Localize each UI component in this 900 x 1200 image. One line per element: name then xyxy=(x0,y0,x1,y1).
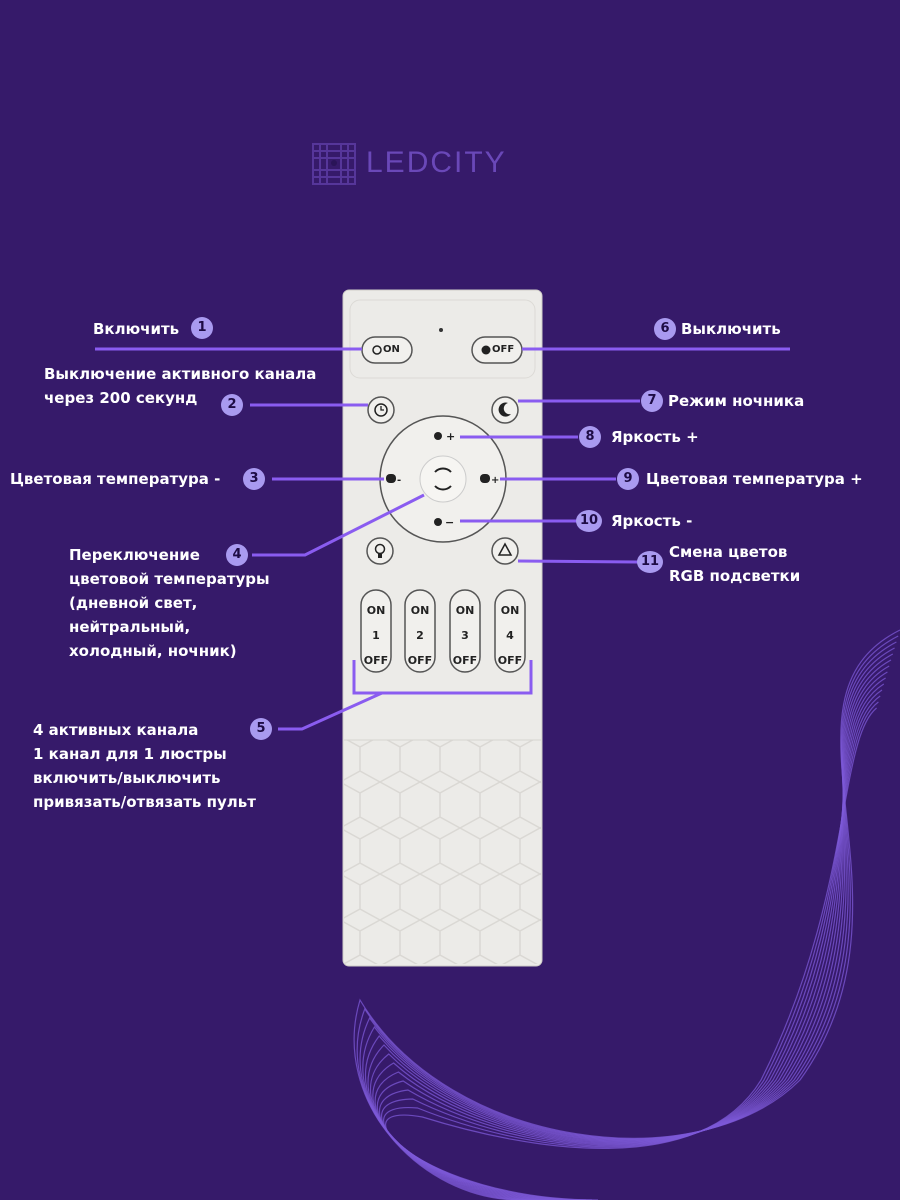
callout-5-badge: 5 xyxy=(250,718,272,740)
cct-up-icon[interactable]: + xyxy=(480,474,499,486)
svg-text:+: + xyxy=(491,475,499,486)
channel-off-label: OFF xyxy=(363,654,389,667)
channel-number: 4 xyxy=(506,629,514,642)
brightness-up-icon[interactable]: + xyxy=(434,430,455,443)
timer-button[interactable] xyxy=(367,396,395,424)
callout-7-text: Режим ночника xyxy=(668,392,805,410)
callout-10-badge: 10 xyxy=(576,510,602,532)
callout-1-text: Включить xyxy=(93,320,180,338)
cct-cycle-button[interactable] xyxy=(419,455,467,503)
callout-9-text: Цветовая температура + xyxy=(646,470,863,488)
callout-9-badge: 9 xyxy=(617,468,639,490)
svg-text:−: − xyxy=(445,516,454,529)
callout-8-badge: 8 xyxy=(579,426,601,448)
callout-7-badge: 7 xyxy=(641,390,663,412)
callout-4-badge: 4 xyxy=(226,544,248,566)
channel-off-label: OFF xyxy=(452,654,478,667)
callout-1-badge: 1 xyxy=(191,317,213,339)
channel-on-label: ON xyxy=(410,604,430,617)
callout-11-badge: 11 xyxy=(637,551,663,573)
cct-down-icon[interactable]: - xyxy=(386,474,401,486)
brightness-down-icon[interactable]: − xyxy=(434,516,454,529)
svg-text:+: + xyxy=(446,430,455,443)
channel-on-label: ON xyxy=(500,604,520,617)
on-button-label: ON xyxy=(383,344,400,355)
callout-6-text: Выключить xyxy=(681,320,781,338)
channel-off-label: OFF xyxy=(407,654,433,667)
channel-number: 2 xyxy=(416,629,424,642)
callout-10-text: Яркость - xyxy=(611,512,693,530)
night-mode-button[interactable] xyxy=(491,396,519,424)
channel-number: 3 xyxy=(461,629,469,642)
callout-6-badge: 6 xyxy=(654,318,676,340)
rgb-cycle-button[interactable] xyxy=(491,537,519,565)
channel-off-label: OFF xyxy=(497,654,523,667)
off-button-label: OFF xyxy=(492,344,515,355)
callout-8-text: Яркость + xyxy=(611,428,699,446)
callout-2-badge: 2 xyxy=(221,394,243,416)
callout-3-text: Цветовая температура - xyxy=(10,470,221,488)
channel-on-label: ON xyxy=(455,604,475,617)
svg-text:-: - xyxy=(397,475,401,486)
brand-logo-text: LEDCITY xyxy=(366,146,507,179)
callout-3-badge: 3 xyxy=(243,468,265,490)
bulb-button[interactable] xyxy=(366,537,394,565)
channel-on-label: ON xyxy=(366,604,386,617)
channel-number: 1 xyxy=(372,629,380,642)
